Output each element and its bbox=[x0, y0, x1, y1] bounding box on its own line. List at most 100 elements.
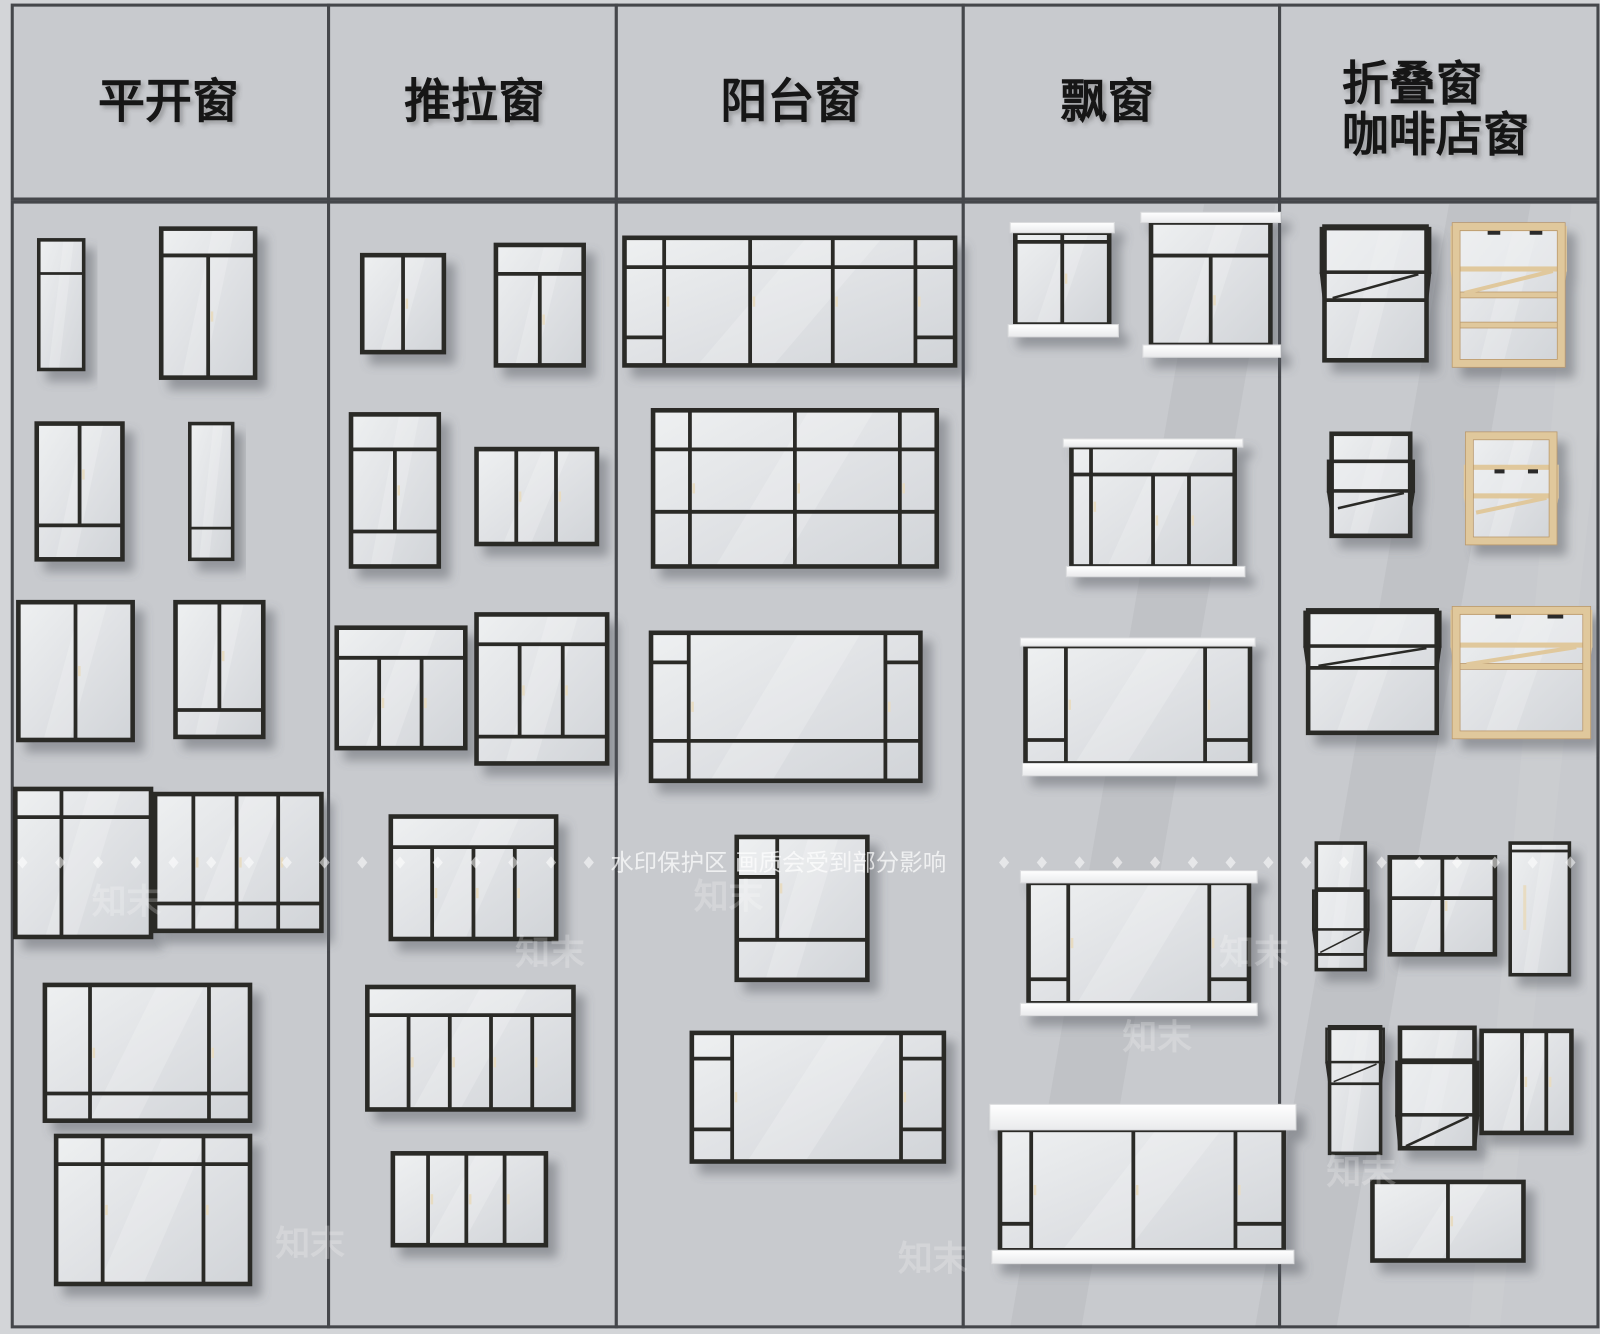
window-frame bbox=[1370, 1179, 1526, 1263]
window-frame bbox=[622, 235, 958, 368]
watermark-diamond bbox=[1187, 856, 1198, 869]
watermark-diamond bbox=[394, 856, 406, 869]
watermark-diamond bbox=[1225, 856, 1236, 869]
window-sill bbox=[989, 1103, 1297, 1131]
watermark-diamond bbox=[1074, 856, 1085, 869]
window-handle bbox=[1093, 501, 1097, 512]
watermark-diamond bbox=[1112, 856, 1123, 869]
window-handle bbox=[542, 314, 545, 325]
header-title-sliding: 推拉窗 bbox=[404, 74, 545, 129]
window-frame bbox=[1465, 432, 1557, 545]
bay-window-4 bbox=[1019, 637, 1258, 777]
header-panel-sliding bbox=[327, 3, 618, 201]
window-frame bbox=[42, 982, 253, 1123]
balcony-window-5 bbox=[689, 1030, 947, 1164]
window-handle bbox=[666, 296, 670, 307]
sliding-window-9 bbox=[390, 1151, 549, 1248]
casement-window-1 bbox=[36, 238, 86, 372]
window-sill bbox=[1140, 211, 1282, 224]
window-handle bbox=[797, 483, 800, 494]
casement-window-10 bbox=[53, 1133, 253, 1287]
window-frame bbox=[1452, 606, 1591, 739]
cafe-window-1 bbox=[1311, 841, 1370, 972]
window-sill bbox=[1007, 324, 1119, 338]
watermark-diamond bbox=[545, 856, 557, 869]
window-frame bbox=[188, 421, 235, 562]
watermark-diamond bbox=[1150, 856, 1161, 869]
watermark-diamond bbox=[1301, 856, 1312, 869]
open-sash bbox=[1463, 464, 1559, 499]
watermark-brand: 知末 bbox=[92, 882, 162, 922]
glass-reflection bbox=[505, 614, 579, 764]
watermark-diamond bbox=[508, 856, 519, 869]
window-handle bbox=[78, 665, 81, 677]
cafe-window-4 bbox=[1325, 1024, 1385, 1156]
window-handle bbox=[518, 491, 522, 502]
window-frame bbox=[334, 625, 468, 751]
open-sash bbox=[1303, 610, 1442, 648]
window-handle bbox=[1213, 295, 1216, 306]
glass-reflection bbox=[697, 237, 883, 366]
sash-hinge bbox=[1495, 614, 1511, 619]
window-handle bbox=[779, 883, 783, 894]
window-frame bbox=[1397, 1025, 1477, 1151]
glass-reflection bbox=[503, 449, 571, 545]
window-handle bbox=[221, 650, 225, 662]
bay-window-3 bbox=[1062, 438, 1246, 578]
sash-stay-arm bbox=[1464, 269, 1554, 295]
window-frame bbox=[348, 412, 442, 569]
sliding-window-1 bbox=[359, 252, 447, 355]
column-headers: 平开窗 推拉窗 阳台窗 飘窗 折叠窗 咖啡店窗 bbox=[98, 57, 1530, 163]
glass-reflection bbox=[710, 632, 862, 781]
window-frame bbox=[1305, 608, 1440, 736]
watermark-diamond bbox=[1376, 856, 1387, 869]
sash-stay-arm bbox=[1337, 491, 1405, 510]
bay-window-6 bbox=[989, 1103, 1297, 1265]
window-frame bbox=[650, 408, 940, 569]
folding-window-5 bbox=[1303, 608, 1442, 736]
watermark-diamond bbox=[357, 856, 368, 869]
glass-reflection bbox=[412, 986, 529, 1110]
window-handle bbox=[902, 483, 905, 494]
casement-window-8 bbox=[152, 791, 324, 934]
window-handle bbox=[411, 1057, 414, 1068]
window-sill bbox=[1019, 637, 1256, 647]
open-sash bbox=[1326, 459, 1416, 493]
window-frame bbox=[390, 1151, 549, 1248]
watermark-diamond bbox=[1263, 856, 1274, 869]
window-handle bbox=[565, 685, 568, 696]
window-handle bbox=[381, 697, 385, 709]
watermark-diamond bbox=[243, 856, 255, 869]
window-frame bbox=[53, 1133, 253, 1287]
casement-window-9 bbox=[42, 982, 253, 1123]
cafe-window-7 bbox=[1370, 1179, 1526, 1263]
window-frame bbox=[648, 630, 923, 784]
window-sill bbox=[1019, 870, 1258, 884]
header-title-balcony: 阳台窗 bbox=[720, 74, 861, 129]
watermark-diamond bbox=[130, 856, 141, 869]
balcony-window-2 bbox=[650, 408, 940, 569]
window-frame bbox=[365, 984, 576, 1112]
header-title-bay: 飘窗 bbox=[1060, 74, 1154, 129]
watermark-diamond bbox=[998, 856, 1010, 869]
watermark-diamond bbox=[432, 856, 443, 869]
window-handle bbox=[452, 1057, 455, 1068]
sliding-window-5 bbox=[334, 625, 468, 751]
header-panel-casement bbox=[10, 3, 331, 201]
casement-window-2 bbox=[158, 226, 258, 380]
glass-reflection bbox=[765, 836, 839, 980]
window-handle bbox=[1135, 1184, 1139, 1196]
window-frame bbox=[1314, 841, 1368, 972]
window-sill bbox=[991, 1249, 1295, 1265]
sash-hinge bbox=[1547, 614, 1564, 619]
watermark-diamond bbox=[55, 856, 66, 869]
sliding-window-3 bbox=[348, 412, 442, 569]
watermark-layer: 水印保护区 画质会受到部分影响 知末 知末 知末 知末 知末 知末 知末 知末 bbox=[17, 849, 1576, 1280]
cafe-window-2 bbox=[1387, 855, 1498, 957]
casement-window-7 bbox=[13, 786, 154, 940]
glass-reflection bbox=[1523, 843, 1557, 975]
watermark-brand: 知末 bbox=[898, 1240, 968, 1280]
sash-stay-arm bbox=[1466, 645, 1577, 667]
window-handle bbox=[1070, 937, 1074, 949]
